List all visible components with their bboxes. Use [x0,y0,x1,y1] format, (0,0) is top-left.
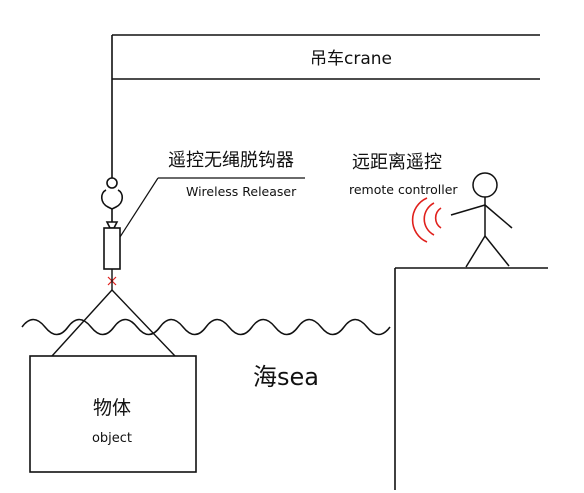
operator-figure [450,172,513,268]
sling-ropes [51,289,176,357]
object-label-zh: 物体 [93,397,131,419]
operator-arm-right [484,204,513,229]
operator-leg-left [465,235,486,268]
releaser-callout [119,177,305,238]
controller-label-en: remote controller [349,182,458,197]
sea-label: 海sea [253,363,319,391]
operator-head [472,172,498,198]
object-box [29,355,197,473]
controller-label-zh: 远距离遥控 [352,152,442,173]
hook-assembly [100,177,124,229]
crane-label: 吊车crane [310,49,392,69]
releaser-label-en: Wireless Releaser [186,184,297,199]
signal-waves-icon [411,197,442,243]
dock-platform [394,267,548,490]
hook-ring [106,177,118,189]
shackle-loop [105,221,119,229]
sea-wave [21,318,391,336]
crane [111,34,540,178]
releaser-label-zh: 遥控无绳脱钩器 [168,150,294,171]
wireless-releaser-device [103,227,121,270]
hook-icon [100,189,124,210]
object-label-en: object [92,431,132,446]
operator-leg-right [484,235,510,267]
operator-arm-left [450,204,486,216]
